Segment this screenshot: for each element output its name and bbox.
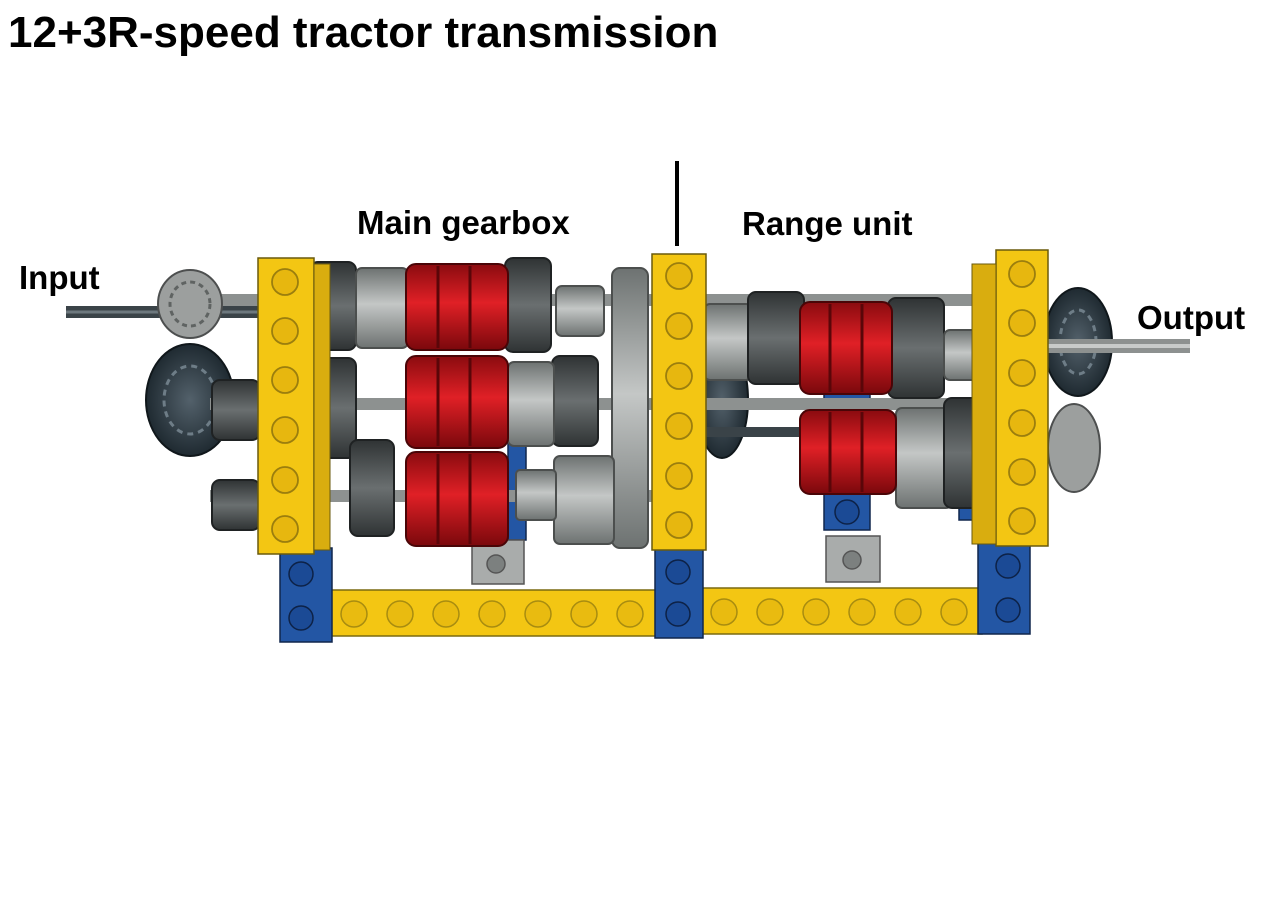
bottom-beam-holes [340, 598, 968, 628]
bottom-frame [329, 587, 983, 637]
main-gearbox-clutches [405, 263, 509, 547]
range-unit-label: Range unit [742, 205, 913, 242]
clutch-gear-middle [405, 355, 509, 449]
clutch-gear-top [405, 263, 509, 351]
input-label: Input [19, 259, 100, 296]
input-bevel-gear [157, 269, 223, 339]
clutch-gear-bottom [405, 451, 509, 547]
yellow-beam-holes [271, 260, 1036, 543]
yellow-beam-left [257, 257, 315, 555]
section-divider [675, 161, 679, 246]
diagram-title: 12+3R-speed tractor transmission [8, 8, 719, 57]
main-gearbox-label: Main gearbox [357, 204, 570, 241]
yellow-beam-right [995, 249, 1049, 547]
yellow-beam-middle [651, 253, 707, 551]
yellow-beams [257, 249, 1049, 555]
bottom-beam-right [699, 587, 983, 635]
output-label: Output [1137, 299, 1246, 336]
range-clutch-top [799, 301, 893, 395]
blue-upright-holes [288, 499, 1021, 631]
main-gearbox-light-gears [355, 267, 649, 549]
range-clutch-bottom [799, 409, 897, 495]
range-unit-clutches [799, 301, 897, 495]
grey-connectors [471, 535, 881, 585]
